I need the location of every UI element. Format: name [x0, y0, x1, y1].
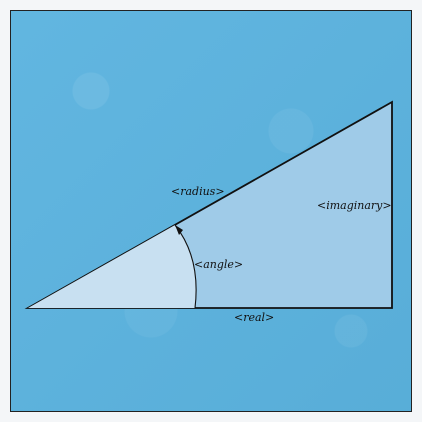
right-triangle — [24, 100, 393, 309]
angle-label: <angle> — [194, 258, 243, 271]
angle-arrowhead — [175, 225, 183, 235]
angle-sector — [28, 225, 197, 308]
radius-label: <radius> — [171, 185, 225, 198]
real-label: <real> — [234, 311, 274, 324]
imaginary-label: <imaginary> — [317, 199, 392, 212]
